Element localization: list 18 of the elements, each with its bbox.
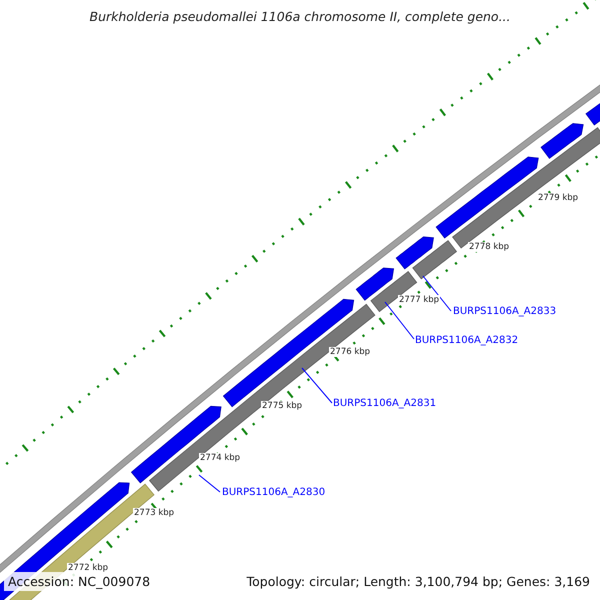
scale-label: 2773 kbp — [133, 508, 176, 518]
genome-stats-text: Topology: circular; Length: 3,100,794 bp; Genes: 3,169 — [246, 574, 590, 589]
scale-label: 2774 kbp — [199, 453, 242, 463]
scale-label: 2778 kbp — [468, 242, 510, 252]
gene-label: BURPS1106A_A2831 — [333, 398, 436, 409]
gene-label: BURPS1106A_A2833 — [453, 306, 556, 317]
scale-label: 2772 kbp — [67, 563, 110, 573]
gene-label: BURPS1106A_A2830 — [222, 487, 326, 498]
scale-label: 2775 kbp — [261, 401, 304, 411]
scale-label: 2777 kbp — [398, 295, 440, 305]
leader-line — [384, 302, 414, 340]
leader-line — [198, 474, 220, 492]
scale-label: 2776 kbp — [329, 347, 372, 357]
map-title: Burkholderia pseudomallei 1106a chromosome II, complete geno... — [88, 9, 512, 24]
scale-label: 2779 kbp — [537, 193, 580, 203]
gene-label: BURPS1106A_A2832 — [415, 335, 518, 346]
leader-line — [302, 368, 332, 404]
leader-line — [422, 276, 452, 312]
